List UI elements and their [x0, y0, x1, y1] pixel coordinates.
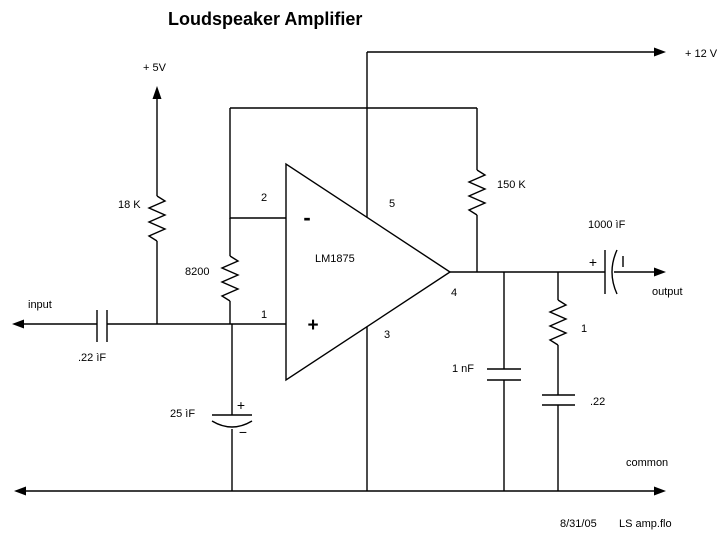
label-r-1ohm: 1: [581, 323, 587, 335]
opamp-lm1875: - + LM1875 2 1 5 3 4: [261, 162, 457, 491]
output-network: + 1000 ìF output: [450, 219, 683, 298]
label-c-25uf: 25 ìF: [170, 408, 195, 420]
polarity-plus-1000uf: +: [589, 254, 597, 270]
label-5v: + 5V: [143, 62, 167, 74]
gain-capacitor-branch: + − 25 ìF: [170, 324, 253, 491]
label-c-input: .22 ìF: [78, 352, 106, 364]
footer-filename: LS amp.flo: [619, 518, 672, 530]
pin-label-3: 3: [384, 329, 390, 341]
polarity-plus-25uf: +: [237, 397, 245, 413]
opamp-inverting-sign: -: [303, 205, 310, 230]
label-r-8200: 8200: [185, 266, 209, 278]
label-c-1nf: 1 nF: [452, 363, 474, 375]
arrow-up-icon: [152, 86, 162, 99]
polarity-minus-25uf: −: [239, 424, 247, 440]
footer: 8/31/05 LS amp.flo: [560, 518, 672, 530]
wire-inverting-branch: [229, 108, 286, 219]
common-rail: common: [14, 457, 668, 496]
opamp-noninverting-sign: +: [307, 315, 318, 336]
resistor-150k-symbol: [467, 169, 487, 216]
label-r-150k: 150 K: [497, 179, 526, 191]
resistor-1ohm-symbol: [548, 299, 568, 346]
snubber-branch: 1 nF: [452, 272, 521, 491]
page-title: Loudspeaker Amplifier: [168, 9, 362, 29]
arrow-right-icon: [654, 47, 666, 57]
rail-12v: + 12 V: [366, 47, 718, 217]
label-12v: + 12 V: [685, 48, 718, 60]
rail-5v-bias: + 5V 18 K: [118, 62, 167, 324]
capacitor-22-symbol: [542, 394, 575, 406]
label-input: input: [28, 299, 52, 311]
label-c-22: .22: [590, 396, 605, 408]
arrow-left-icon: [14, 486, 26, 496]
pin-label-2: 2: [261, 192, 267, 204]
arrow-left-icon: [12, 319, 24, 329]
arrow-right-icon: [654, 267, 666, 277]
capacitor-1nf-symbol: [487, 368, 521, 381]
label-c-1000uf: 1000 ìF: [588, 219, 626, 231]
label-r-18k: 18 K: [118, 199, 141, 211]
label-output: output: [652, 286, 683, 298]
opamp-part-number: LM1875: [315, 253, 355, 265]
resistor-8200-symbol: [220, 255, 240, 302]
capacitor-1000uf-curved-plate: [611, 249, 618, 295]
pin-label-5: 5: [389, 198, 395, 210]
label-common: common: [626, 457, 668, 469]
capacitor-input-symbol: [96, 310, 108, 342]
pin-label-4: 4: [451, 287, 457, 299]
capacitor-25uf-curved-plate: [211, 420, 253, 428]
pin-label-1: 1: [261, 309, 267, 321]
footer-date: 8/31/05: [560, 518, 597, 530]
resistor-18k-symbol: [147, 195, 167, 242]
opamp-triangle: [285, 162, 452, 382]
input-network: input .22 ìF: [12, 299, 286, 364]
arrow-right-icon: [654, 486, 666, 496]
zobel-branch: 1 .22: [542, 272, 605, 491]
feedback-network: 8200 150 K: [185, 107, 526, 324]
